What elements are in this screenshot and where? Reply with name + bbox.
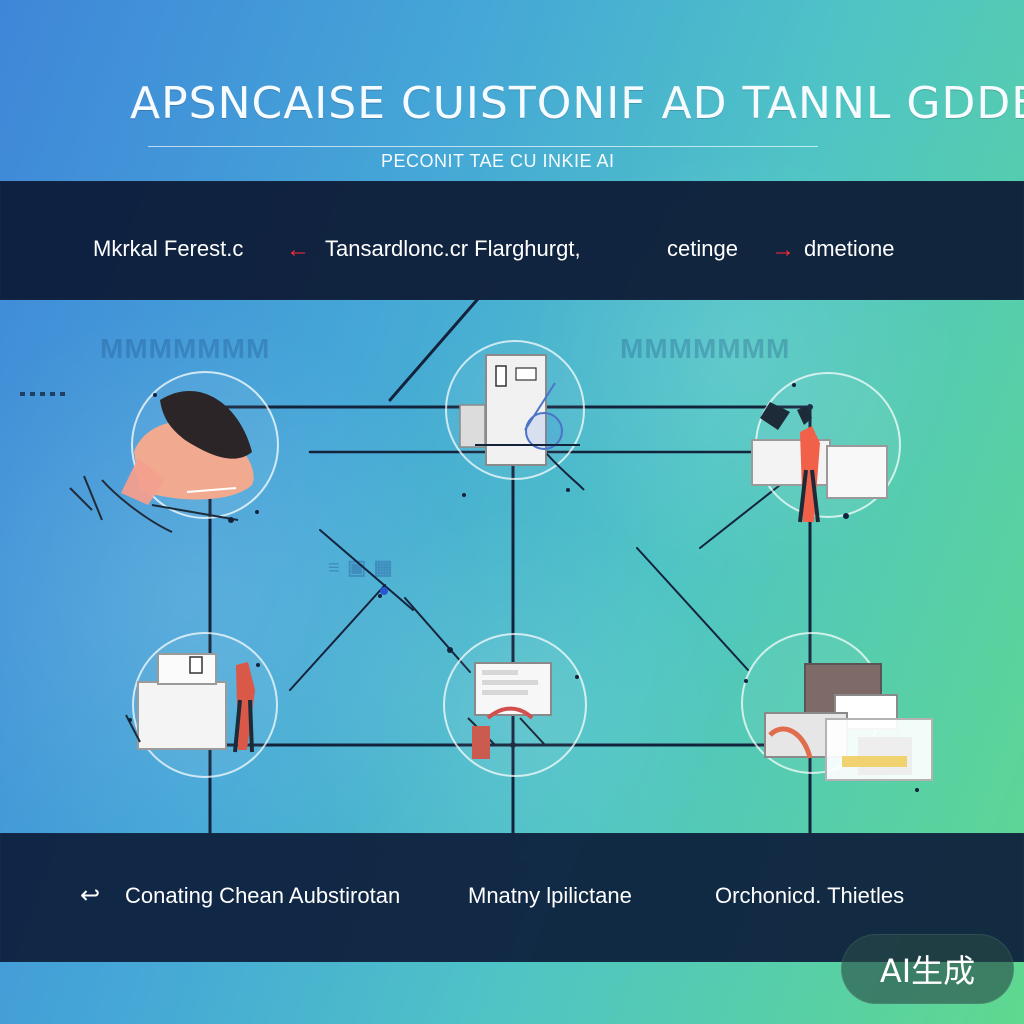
curved-mark-icon: ↩	[80, 882, 101, 909]
node-2-computer	[445, 340, 585, 491]
person-figure-icon	[236, 662, 255, 750]
node-1-person-desk	[69, 371, 279, 533]
bottom-label-2: Mnatny lpilictane	[468, 883, 632, 908]
top-label-2: Tansardlonc.cr Flarghurgt,	[325, 236, 581, 261]
person-hair-icon	[160, 390, 252, 459]
node-5-document-table	[443, 633, 587, 777]
top-information-band	[0, 181, 1024, 300]
left-down-diagonal	[289, 584, 386, 691]
bottom-label-1: Conating Chean Aubstirotan	[125, 883, 401, 908]
title-divider	[148, 146, 818, 147]
top-label-row: Mkrkal Ferest.c ← Tansardlonc.cr Flarghu…	[93, 236, 943, 266]
node-3-person-working	[751, 372, 901, 523]
screen-panel-icon	[137, 681, 227, 750]
ghost-text-left: MMMMMMM	[100, 333, 271, 364]
ghost-text-center: ≡ ▣ ▦	[328, 557, 394, 579]
decorative-splatter	[128, 383, 919, 792]
right-arrow-icon: →	[771, 236, 795, 263]
page-title: APSNCAISE CUISTONIF AD TANNL GDDE	[130, 78, 1024, 129]
left-middle-diagonal	[319, 529, 414, 611]
ghost-text-right: MMMMMMM	[620, 333, 791, 364]
page-subtitle: PECONIT TAE CU INKIE AI	[381, 151, 615, 171]
right-up-diagonal	[699, 484, 781, 549]
top-label-4: dmetione	[804, 236, 895, 261]
node-6-workspace	[741, 632, 933, 781]
right-down-diagonal	[636, 547, 749, 671]
ai-generated-badge: AI生成	[841, 934, 1014, 1004]
bottom-label-row: ↩ Conating Chean Aubstirotan Mnatny lpil…	[80, 882, 960, 913]
bottom-label-3: Orchonicd. Thietles	[715, 883, 905, 908]
left-arrow-icon: ←	[286, 236, 310, 263]
top-label-1: Mkrkal Ferest.c	[93, 236, 244, 261]
upper-diagonal-connector	[388, 283, 492, 402]
dashed-mark	[20, 392, 68, 396]
bottom-information-band	[0, 833, 1024, 962]
top-label-3: cetinge	[667, 236, 738, 261]
node-4-desktop-person	[125, 632, 278, 778]
